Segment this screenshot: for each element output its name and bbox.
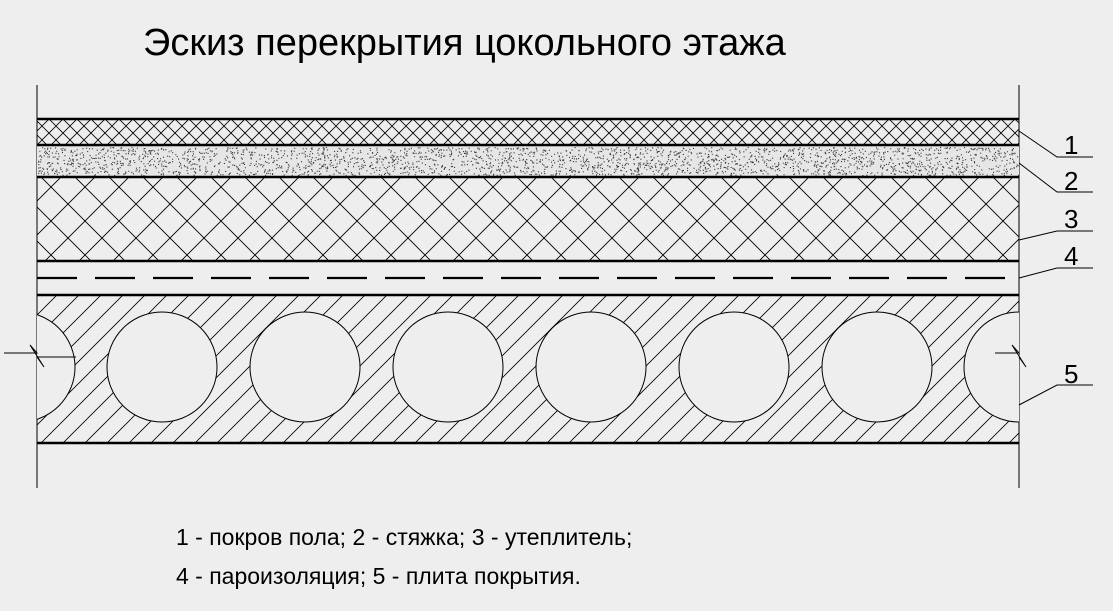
- layer-1-floor-covering: [37, 119, 1019, 145]
- legend-line-1: 1 - покров пола; 2 - стяжка; 3 - утеплит…: [176, 524, 632, 550]
- layer-boundaries: [37, 117, 1019, 445]
- legend-line-2: 4 - пароизоляция; 5 - плита покрытия.: [176, 563, 581, 589]
- slab-void: [106, 311, 218, 423]
- callout-3-label: 3: [1064, 204, 1078, 234]
- callout-4-label: 4: [1064, 241, 1078, 271]
- slab-void: [963, 311, 1019, 423]
- slab-void: [249, 311, 361, 423]
- callout-2-label: 2: [1064, 166, 1078, 196]
- callout-5-label: 5: [1064, 359, 1078, 389]
- slab-void: [535, 311, 647, 423]
- slab-void: [37, 314, 76, 420]
- slab-void: [392, 311, 504, 423]
- diagram-title: Эскиз перекрытия цокольного этажа: [143, 22, 787, 64]
- slab-void: [821, 311, 933, 423]
- callout-1-label: 1: [1064, 130, 1078, 160]
- layer-5-hollow-core-slab: [37, 295, 1019, 443]
- callout-leaders: [1018, 130, 1093, 406]
- layer-3-insulation: [37, 177, 1019, 261]
- layer-2-screed: [37, 145, 1019, 177]
- right-break-mark: [995, 344, 1027, 368]
- slab-void: [678, 311, 790, 423]
- left-break-mark: [4, 344, 76, 368]
